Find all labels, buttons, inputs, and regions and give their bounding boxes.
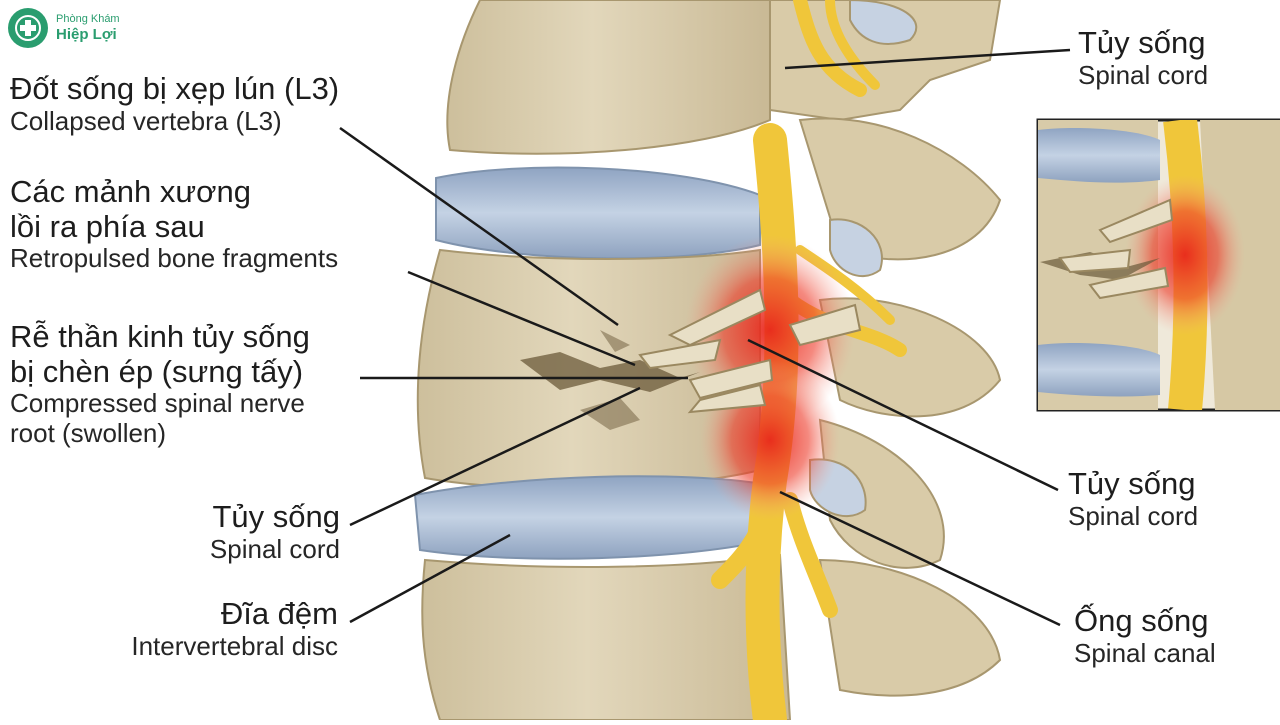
label-disc-en: Intervertebral disc xyxy=(131,630,338,661)
label-canal-en: Spinal canal xyxy=(1074,637,1216,668)
label-nerve-en1: Compressed spinal nerve xyxy=(10,388,305,419)
label-spinal-canal: Ống sống Spinal canal xyxy=(1074,603,1216,668)
label-collapsed-vertebra: Đốt sống bị xẹp lún (L3) Collapsed verte… xyxy=(10,71,340,136)
leader-lines xyxy=(339,48,1071,627)
label-fragments-vi1: Các mảnh xương xyxy=(10,174,251,209)
label-nerve-en2: root (swollen) xyxy=(10,417,167,448)
label-intervertebral-disc: Đĩa đệm Intervertebral disc xyxy=(131,596,338,661)
label-cord-mid-en: Spinal cord xyxy=(1068,500,1199,531)
label-bone-fragments: Các mảnh xương lồi ra phía sau Retropuls… xyxy=(10,174,339,274)
label-nerve-vi2: bị chèn ép (sưng tấy) xyxy=(10,353,304,389)
label-spinal-cord-mid-right: Tủy sống Spinal cord xyxy=(1068,466,1199,531)
label-fragments-vi2: lồi ra phía sau xyxy=(10,208,205,244)
label-collapsed-vi: Đốt sống bị xẹp lún (L3) xyxy=(10,71,340,106)
medical-cross-icon xyxy=(8,8,48,48)
label-nerve-vi1: Rễ thần kinh tủy sống xyxy=(10,319,310,354)
upper-disc xyxy=(435,166,761,260)
bone-fragments xyxy=(638,288,862,414)
label-collapsed-en: Collapsed vertebra (L3) xyxy=(10,105,282,136)
leader-fragments xyxy=(407,270,636,367)
label-spinal-cord-top-right: Tủy sống Spinal cord xyxy=(1078,25,1209,90)
label-cord-top-vi: Tủy sống xyxy=(1078,25,1206,60)
leader-cord-mid-right xyxy=(747,338,1059,492)
label-disc-vi: Đĩa đệm xyxy=(220,596,338,631)
label-canal-vi: Ống sống xyxy=(1074,603,1209,638)
label-spinal-cord-left: Tủy sống Spinal cord xyxy=(209,499,340,564)
label-cord-top-en: Spinal cord xyxy=(1078,59,1209,90)
label-compressed-nerve: Rễ thần kinh tủy sống bị chèn ép (sưng t… xyxy=(10,319,310,448)
vertebral-column xyxy=(413,0,792,721)
fracture-crack xyxy=(520,352,700,392)
clinic-logo: Phòng Khám Hiệp Lợi xyxy=(8,8,120,48)
leader-collapsed xyxy=(339,126,619,327)
leader-cord-left xyxy=(349,386,641,527)
label-cord-left-vi: Tủy sống xyxy=(212,499,340,534)
leader-canal xyxy=(779,490,1061,627)
label-cord-mid-vi: Tủy sống xyxy=(1068,466,1196,501)
inset-zoom xyxy=(1036,118,1280,412)
leader-cord-top-right xyxy=(784,48,1071,70)
clinic-name: Hiệp Lợi xyxy=(56,25,117,43)
clinic-name-small: Phòng Khám xyxy=(56,13,120,26)
label-cord-left-en: Spinal cord xyxy=(209,533,340,564)
leader-disc xyxy=(349,533,511,624)
label-fragments-en: Retropulsed bone fragments xyxy=(10,243,339,274)
